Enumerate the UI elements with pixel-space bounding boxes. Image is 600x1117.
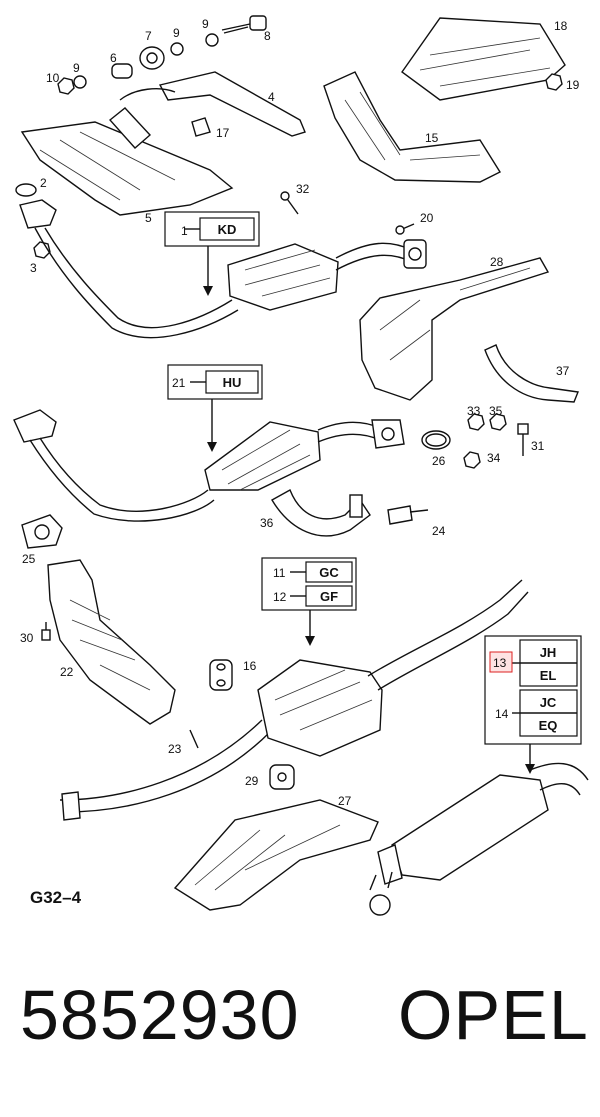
code-kd: KD	[218, 222, 237, 237]
label-18: 18	[554, 19, 568, 33]
label-7: 7	[145, 29, 152, 43]
label-27: 27	[338, 794, 352, 808]
part-24-bolt	[387, 505, 429, 525]
part-20-bolt	[395, 223, 415, 235]
label-20: 20	[420, 211, 434, 225]
label-11: 11	[273, 566, 286, 580]
label-6: 6	[110, 51, 117, 65]
label-1: 1	[181, 224, 188, 238]
label-17: 17	[216, 126, 230, 140]
label-21: 21	[172, 376, 186, 390]
label-32: 32	[296, 182, 310, 196]
part-13-rear-muffler	[369, 762, 589, 916]
labels: 1 2 3 4 5 6 7 8 9 9 9 10 11 12 13 14 15 …	[20, 17, 580, 808]
part-15-heat-shield	[323, 71, 502, 183]
code-gc: GC	[319, 565, 339, 580]
part-35-nut	[489, 413, 507, 431]
label-33: 33	[467, 404, 481, 418]
diagram-id: G32–4	[30, 888, 82, 907]
part-36-clamp	[271, 489, 371, 537]
label-16: 16	[243, 659, 257, 673]
part-27-heat-shield	[173, 799, 379, 911]
label-3: 3	[30, 261, 37, 275]
part-number: 5852930	[20, 976, 300, 1054]
box-kd	[164, 211, 260, 296]
part-29-rubber-mount	[269, 764, 295, 790]
part-4-hanger-bracket	[119, 71, 306, 137]
part-7-rubber-mount	[139, 46, 165, 70]
label-15: 15	[425, 131, 439, 145]
part-10-nut	[57, 77, 75, 95]
part-2-gasket	[15, 183, 37, 197]
box-gc-gf	[261, 557, 357, 646]
code-jh: JH	[540, 645, 557, 660]
label-35: 35	[489, 404, 503, 418]
part-11-center-muffler	[59, 579, 529, 821]
label-12: 12	[273, 590, 287, 604]
label-19: 19	[566, 78, 580, 92]
label-4: 4	[268, 90, 275, 104]
part-8-bolt	[221, 15, 267, 34]
box-jh-el-jc-eq	[484, 635, 582, 774]
label-8: 8	[264, 29, 271, 43]
part-23-pin	[189, 729, 199, 749]
part-1-front-pipe-catalyst	[19, 199, 427, 339]
brand-name: OPEL	[398, 976, 589, 1054]
label-26: 26	[432, 454, 446, 468]
label-24: 24	[432, 524, 446, 538]
part-25-gasket	[21, 514, 63, 549]
label-23: 23	[168, 742, 182, 756]
code-gf: GF	[320, 589, 338, 604]
part-9-washer	[73, 33, 219, 89]
label-9a: 9	[73, 61, 80, 75]
label-36: 36	[260, 516, 274, 530]
label-34: 34	[487, 451, 501, 465]
code-el: EL	[540, 668, 557, 683]
part-5-heat-shield	[20, 107, 234, 216]
code-jc: JC	[540, 695, 557, 710]
label-2: 2	[40, 176, 47, 190]
part-18-heat-shield	[401, 17, 566, 101]
label-29: 29	[245, 774, 259, 788]
label-37: 37	[556, 364, 570, 378]
part-31-bolt	[517, 423, 529, 456]
label-9c: 9	[202, 17, 209, 31]
part-32-bolt	[280, 191, 299, 215]
label-14: 14	[495, 707, 509, 721]
part-6-rubber-mount	[111, 63, 133, 79]
label-22: 22	[60, 665, 74, 679]
box-hu	[167, 364, 263, 452]
codes: KD HU GC GF JH EL JC EQ	[218, 222, 558, 733]
label-13: 13	[493, 656, 507, 670]
part-37-bracket	[484, 344, 579, 403]
label-9b: 9	[173, 26, 180, 40]
label-5: 5	[145, 211, 152, 225]
code-hu: HU	[223, 375, 242, 390]
part-26-ring	[421, 430, 451, 450]
label-30: 30	[20, 631, 34, 645]
exhaust-system-diagram: 1 2 3 4 5 6 7 8 9 9 9 10 11 12 13 14 15 …	[13, 15, 589, 916]
label-10: 10	[46, 71, 60, 85]
label-31: 31	[531, 439, 545, 453]
part-21-front-pipe-catalyst	[13, 409, 405, 522]
part-33-nut	[467, 413, 485, 431]
part-34-nut	[463, 451, 481, 469]
part-19-nut	[545, 73, 563, 91]
part-30-bolt	[41, 622, 51, 641]
part-28-heat-shield	[359, 257, 550, 401]
label-28: 28	[490, 255, 504, 269]
code-eq: EQ	[539, 718, 558, 733]
part-16-rubber-mount	[209, 659, 233, 691]
label-25: 25	[22, 552, 36, 566]
part-22-catalyst	[47, 559, 176, 725]
part-17-clip	[191, 117, 211, 137]
